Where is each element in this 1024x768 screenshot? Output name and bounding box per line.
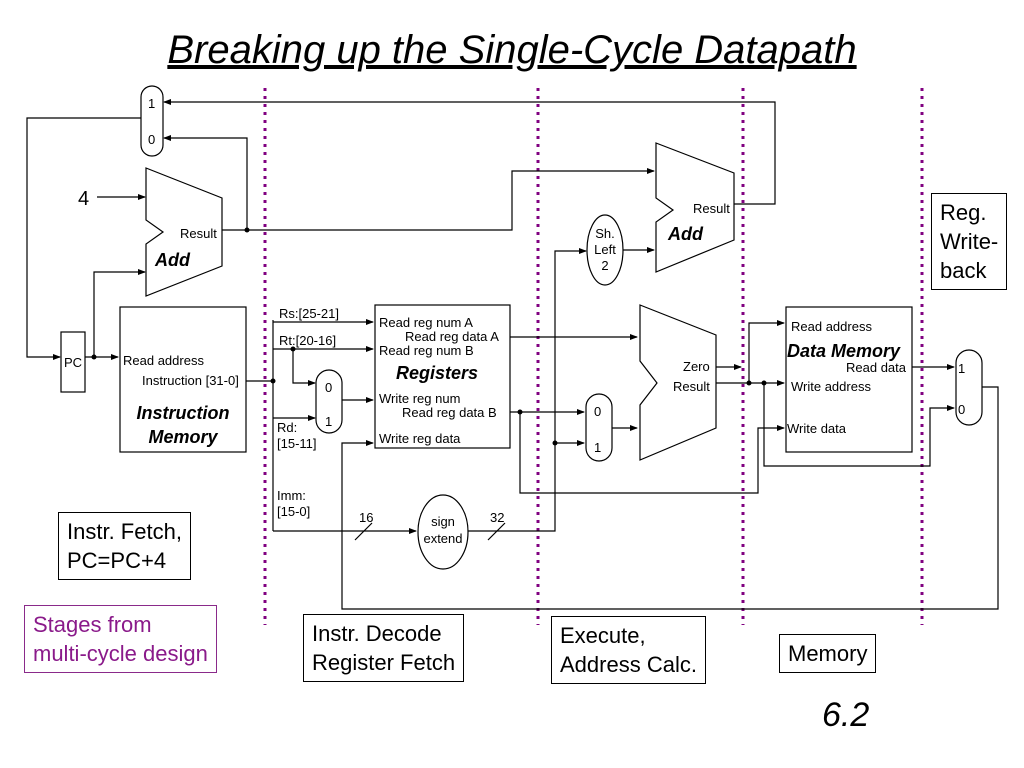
page-number: 6.2 (822, 696, 870, 734)
alu-zero: Zero (683, 359, 710, 374)
stage-writeback-line2: Write- (940, 229, 999, 254)
stage-memory: Memory (779, 634, 877, 673)
pc-label: PC (64, 355, 82, 370)
stage-execute-line2: Address Calc. (560, 652, 697, 677)
stage-execute-line1: Execute, (560, 623, 646, 648)
stage-writeback: Reg. Write- back (931, 193, 1008, 290)
imem-name-1: Instruction (137, 403, 230, 423)
stage-decode: Instr. Decode Register Fetch (303, 614, 465, 682)
pc-adder: Result Add (145, 167, 223, 297)
alu-result: Result (673, 379, 710, 394)
alu-mux-in0: 0 (594, 404, 601, 419)
dmem-write-address: Write address (791, 379, 871, 394)
sign-extend-out-width: 32 (490, 510, 504, 525)
stage-memory-line1: Memory (788, 641, 868, 666)
sign-extend-in-width: 16 (359, 510, 373, 525)
dmem-write-data: Write data (787, 421, 847, 436)
write-reg-mux-in1: 1 (325, 414, 332, 429)
wb-mux-in0: 0 (958, 402, 965, 417)
pc-mux: 1 0 (140, 85, 164, 157)
sign-extend: sign extend (417, 494, 469, 570)
data-memory: Read address Data Memory Read data Write… (785, 306, 913, 453)
reg-name: Registers (396, 363, 478, 383)
field-rs: Rs:[25-21] (279, 306, 339, 321)
reg-read-data-a: Read reg data A (405, 329, 499, 344)
writeback-mux: 1 0 (955, 349, 983, 426)
shift-left-2: Sh. Left 2 (586, 214, 624, 286)
stage-note-line2: multi-cycle design (33, 641, 208, 666)
reg-read-num-a: Read reg num A (379, 315, 473, 330)
branch-adder: Result Add (655, 142, 735, 273)
stage-execute: Execute, Address Calc. (551, 616, 706, 684)
sign-extend-2: extend (423, 531, 462, 546)
shift-left-1: Sh. (595, 226, 615, 241)
dmem-read-data: Read data (846, 360, 907, 375)
stage-note-line1: Stages from (33, 612, 152, 637)
pc-register: PC (60, 331, 86, 393)
pc-adder-result: Result (180, 226, 217, 241)
instruction-memory: Read address Instruction [31-0] Instruct… (119, 306, 247, 453)
register-file: Read reg num A Read reg data A Read reg … (374, 304, 511, 449)
reg-write-num: Write reg num (379, 391, 460, 406)
stage-writeback-line1: Reg. (940, 200, 987, 225)
write-reg-mux-in0: 0 (325, 380, 332, 395)
field-imm-1: Imm: (277, 488, 306, 503)
reg-read-num-b: Read reg num B (379, 343, 474, 358)
field-rd-1: Rd: (277, 420, 297, 435)
pc-adder-name: Add (154, 250, 191, 270)
field-rd-2: [15-11] (277, 436, 317, 451)
stage-writeback-line3: back (940, 258, 987, 283)
imem-name-2: Memory (148, 427, 218, 447)
write-reg-mux: 0 1 (315, 369, 343, 434)
stage-decode-line2: Register Fetch (312, 650, 456, 675)
shift-left-2-text: Left (594, 242, 616, 257)
branch-adder-name: Add (667, 224, 704, 244)
dmem-read-address: Read address (791, 319, 872, 334)
alu-mux: 0 1 (585, 393, 613, 462)
stage-decode-line1: Instr. Decode (312, 621, 442, 646)
imem-read-address: Read address (123, 353, 204, 368)
alu: Zero Result (639, 304, 717, 461)
sign-extend-1: sign (431, 514, 455, 529)
alu-mux-in1: 1 (594, 440, 601, 455)
dmem-name: Data Memory (787, 341, 901, 361)
imem-instruction: Instruction [31-0] (142, 373, 239, 388)
pc-mux-in0: 0 (148, 132, 155, 147)
slide-title: Breaking up the Single-Cycle Datapath (167, 28, 857, 72)
const-4: 4 (78, 188, 89, 210)
field-imm-2: [15-0] (277, 504, 310, 519)
stage-fetch-line1: Instr. Fetch, (67, 519, 182, 544)
wb-mux-in1: 1 (958, 361, 965, 376)
shift-left-3: 2 (601, 258, 608, 273)
pc-mux-in1: 1 (148, 96, 155, 111)
reg-write-data: Write reg data (379, 431, 461, 446)
stage-note: Stages from multi-cycle design (24, 605, 217, 673)
stage-fetch-line2: PC=PC+4 (67, 548, 167, 573)
reg-read-data-b: Read reg data B (402, 405, 497, 420)
stage-fetch: Instr. Fetch, PC=PC+4 (58, 512, 191, 580)
branch-adder-result: Result (693, 201, 730, 216)
field-rt: Rt:[20-16] (279, 333, 336, 348)
